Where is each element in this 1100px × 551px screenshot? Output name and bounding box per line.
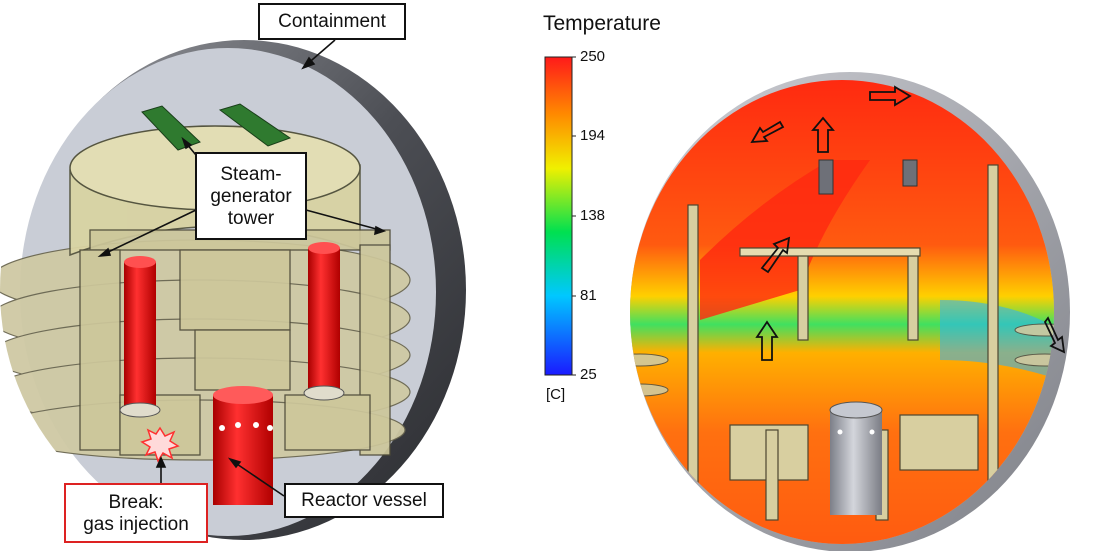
flow-arrow-up-lower [755, 320, 779, 361]
colorbar-tick-138: 138 [580, 207, 606, 224]
steam-generator-label: Steam- generator tower [195, 152, 307, 240]
colorbar-tick-25: 25 [580, 366, 597, 383]
temperature-colorbar [544, 56, 573, 376]
break-label-line2: gas injection [83, 514, 189, 535]
compartment-walls [79, 229, 391, 456]
reactor-vessel-label: Reactor vessel [284, 483, 444, 518]
colorbar-tick-194: 194 [580, 127, 606, 144]
steam-generator-left [119, 256, 161, 418]
reactor-vessel-right [829, 401, 883, 515]
colorbar-tick-81: 81 [580, 287, 597, 304]
right-temperature-model [630, 72, 1070, 551]
flow-arrow-upper-left [750, 120, 785, 144]
flow-arrow-right [869, 85, 912, 107]
colorbar-title: Temperature [543, 12, 661, 35]
colorbar-tick-250: 250 [580, 48, 606, 65]
break-label-line1: Break: [108, 492, 164, 513]
flow-arrow-down-right [1043, 316, 1066, 354]
reactor-vessel-label-text: Reactor vessel [301, 490, 427, 511]
flow-arrow-up-left [811, 116, 835, 153]
colorbar-unit: [C] [546, 386, 566, 403]
flow-arrows [750, 85, 1066, 361]
colorbar-tick-marks [572, 56, 576, 376]
steam-generator-label-line2: generator [210, 186, 292, 207]
reactor-vessel-left [213, 386, 273, 505]
steam-generator-label-line1: Steam- [220, 164, 282, 185]
steam-generator-right [303, 242, 345, 401]
containment-label-text: Containment [278, 11, 386, 32]
steam-generator-label-line3: tower [227, 208, 275, 229]
right-walls [687, 164, 999, 521]
break-label: Break: gas injection [64, 483, 208, 543]
break-star-icon [140, 426, 180, 463]
containment-label: Containment [258, 3, 406, 40]
left-containment-model [0, 40, 466, 540]
flow-arrow-diagonal [760, 236, 791, 274]
green-pipes [141, 103, 292, 151]
